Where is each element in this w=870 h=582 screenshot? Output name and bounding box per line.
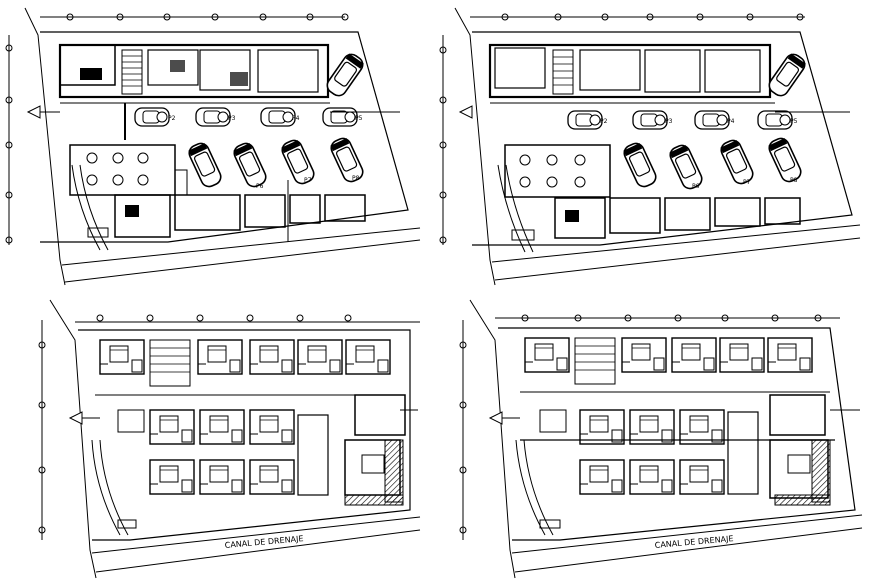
parking-number: P8: [352, 175, 360, 182]
parking-number: P6: [692, 183, 700, 190]
plan-1-dimension-ticks: [66, 13, 349, 21]
plan-4: CANAL DE DRENAJE: [459, 299, 863, 579]
parking-number: P2: [600, 118, 608, 125]
parking-number: P7: [743, 179, 751, 186]
parking-number: P7: [304, 177, 312, 184]
parking-number: P8: [790, 177, 798, 184]
parking-number: P6: [256, 183, 264, 190]
canal-label: CANAL DE DRENAJE: [224, 534, 303, 550]
parking-number: P3: [665, 118, 673, 125]
plan-1: P2 P3 P4 P5 P6 P7 P8: [5, 7, 421, 286]
parking-number: P2: [168, 115, 176, 122]
parking-number: P3: [228, 115, 236, 122]
parking-number: P4: [727, 118, 735, 125]
parking-number: P4: [292, 115, 300, 122]
parking-number: P5: [790, 118, 798, 125]
parking-number: P5: [355, 115, 363, 122]
plan-2: P2 P3 P4 P5 P6 P7 P8: [439, 7, 861, 286]
plan-3: CANAL DE DRENAJE: [38, 299, 421, 579]
